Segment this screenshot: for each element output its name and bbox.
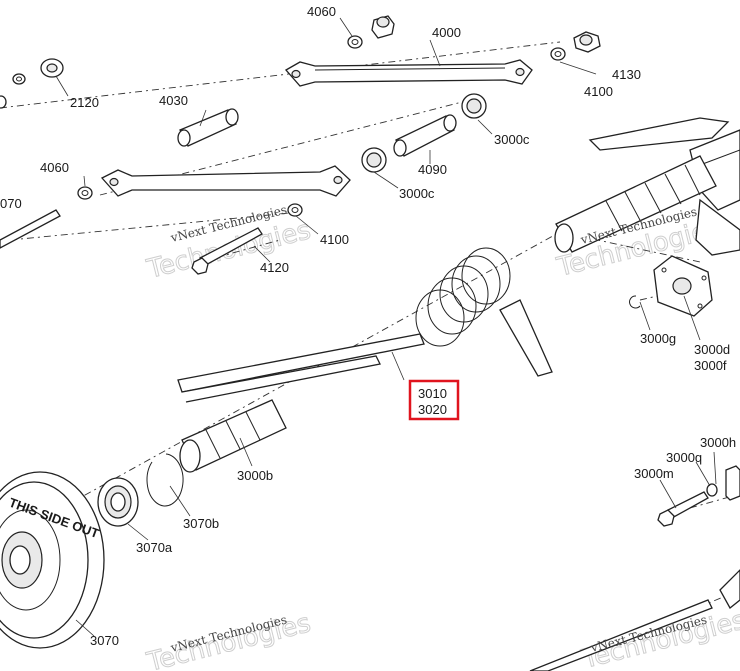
label-3000d: 3000d (694, 342, 730, 357)
label-3010: 3010 (418, 386, 447, 401)
part-3000g-clip (629, 295, 641, 309)
part-right-tube (554, 155, 717, 253)
part-3070-wheel: THIS SIDE OUT (0, 471, 105, 649)
part-4130-nut (550, 31, 601, 61)
part-3000c-bushing-top (461, 93, 487, 119)
part-3070a-bearing (97, 477, 139, 527)
label-3000q: 3000q (666, 450, 702, 465)
label-3020: 3020 (418, 402, 447, 417)
label-3000g: 3000g (640, 331, 676, 346)
label-070: 070 (0, 196, 22, 211)
label-4000: 4000 (432, 25, 461, 40)
part-4060-washer-mid (77, 186, 93, 200)
label-3000c-top: 3000c (494, 132, 530, 147)
label-4060-top: 4060 (307, 4, 336, 19)
label-4030: 4030 (159, 93, 188, 108)
leader-lines (55, 17, 717, 637)
part-3000b-tube (179, 399, 287, 473)
part-upper-bracket (588, 117, 740, 256)
label-4090: 4090 (418, 162, 447, 177)
label-3000f: 3000f (694, 358, 727, 373)
label-2120: 2120 (70, 95, 99, 110)
part-3000h-nut (725, 465, 740, 501)
part-lower-link-bar (100, 165, 351, 197)
label-4130: 4130 (612, 67, 641, 82)
part-3070b-snap-ring (146, 453, 184, 507)
part-lower-right-rod (529, 569, 740, 671)
part-4120-bolt (191, 227, 263, 275)
label-3000h: 3000h (700, 435, 736, 450)
label-4100-mid: 4100 (320, 232, 349, 247)
label-3000c-mid: 3000c (399, 186, 435, 201)
part-3000d-mount-plate (653, 255, 713, 317)
part-2120-nut (0, 58, 64, 109)
label-3000b: 3000b (237, 468, 273, 483)
part-070-rod (0, 209, 61, 249)
part-3000q-washer (706, 483, 718, 497)
part-4090-spacer (393, 114, 457, 157)
label-3070b: 3070b (183, 516, 219, 531)
part-3000c-bushing-mid (361, 147, 387, 173)
label-3000m: 3000m (634, 466, 674, 481)
part-4000-link-bar (284, 59, 533, 87)
label-4100-top: 4100 (584, 84, 613, 99)
part-3000m-bolt (657, 491, 709, 527)
part-4100-washer-mid (287, 203, 303, 217)
label-3070: 3070 (90, 633, 119, 648)
part-labels: 4060 4000 4130 4100 2120 4030 3000c 4060… (0, 4, 736, 648)
label-4120: 4120 (260, 260, 289, 275)
part-3010-torsion-spring (177, 247, 553, 403)
part-4060-washer-top (347, 15, 395, 49)
label-3070a: 3070a (136, 540, 173, 555)
label-4060-mid: 4060 (40, 160, 69, 175)
part-4030-spacer (177, 108, 239, 147)
highlight-box (408, 379, 460, 421)
